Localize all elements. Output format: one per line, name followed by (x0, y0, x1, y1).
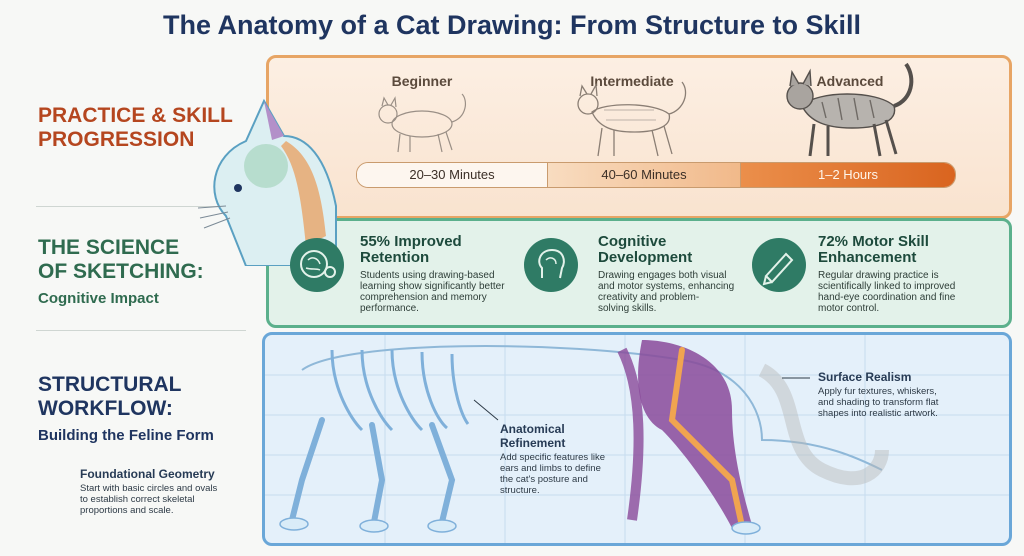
structural-heading: STRUCTURAL WORKFLOW: Building the Feline… (38, 373, 268, 444)
anatomical-text-line: ears and limbs to define (500, 463, 601, 474)
retention-text-line: comprehension and memory (360, 292, 487, 303)
structural-heading-line1: STRUCTURAL (38, 373, 182, 396)
time-separator (547, 163, 548, 187)
retention-text-line: learning show significantly better (360, 281, 505, 292)
hand-pencil-icon (752, 238, 806, 292)
motor-title-line2: Enhancement (818, 249, 917, 266)
science-card-retention: 55% Improved Retention Students using dr… (280, 228, 510, 316)
motor-text-line: motor control. (818, 303, 880, 314)
cat-head-illustration (197, 98, 337, 266)
level-intermediate-label: Intermediate (590, 73, 674, 89)
level-beginner-label: Beginner (391, 73, 453, 89)
motor-title-line1: 72% Motor Skill (818, 233, 929, 250)
science-panel (266, 218, 1012, 328)
cognitive-text-line: Drawing engages both visual (598, 270, 727, 281)
annotation-surface-realism: Surface Realism Apply fur textures, whis… (818, 370, 998, 419)
science-heading: THE SCIENCE OF SKETCHING: Cognitive Impa… (38, 236, 268, 307)
divider (36, 206, 246, 207)
surface-text-line: shapes into realistic artwork. (818, 408, 938, 419)
science-heading-line2: OF SKETCHING: (38, 260, 204, 283)
science-card-motor: 72% Motor Skill Enhancement Regular draw… (748, 228, 998, 316)
motor-text-line: hand-eye coordination and fine (818, 292, 956, 303)
motor-text-line: Regular drawing practice is (818, 270, 939, 281)
science-card-cognitive: Cognitive Development Drawing engages bo… (514, 228, 744, 316)
time-separator (740, 163, 741, 187)
foundational-title: Foundational Geometry (80, 467, 215, 481)
anatomical-text-line: the cat's posture and (500, 474, 588, 485)
cat-anatomy-illustration (279, 340, 889, 535)
cognitive-text-line: creativity and problem- (598, 292, 700, 303)
time-beginner: 20–30 Minutes (357, 163, 547, 187)
science-heading-line1: THE SCIENCE (38, 236, 180, 259)
cognitive-text-line: and motor systems, enhancing (598, 281, 735, 292)
science-subheading: Cognitive Impact (38, 290, 159, 307)
page-title: The Anatomy of a Cat Drawing: From Struc… (162, 10, 862, 40)
foundational-text-line: to establish correct skeletal (80, 494, 195, 505)
beginner-cat-sketch (378, 93, 467, 153)
surface-title: Surface Realism (818, 370, 912, 384)
cognitive-title-line2: Development (598, 249, 693, 266)
level-advanced-label: Advanced (816, 73, 884, 89)
time-advanced: 1–2 Hours (741, 163, 955, 187)
anatomical-text-line: structure. (500, 485, 540, 496)
retention-text-line: Students using drawing-based (360, 270, 495, 281)
retention-title-line1: 55% Improved (360, 233, 462, 250)
foundational-text-line: Start with basic circles and ovals (80, 483, 218, 494)
cognitive-text-line: solving skills. (598, 303, 657, 314)
practice-heading-line1: PRACTICE & SKILL (38, 104, 233, 127)
retention-title-line2: Retention (360, 249, 430, 266)
motor-text-line: scientifically linked to improved (818, 281, 956, 292)
advanced-cat-sketch (786, 62, 914, 157)
time-progress-bar: 20–30 Minutes 40–60 Minutes 1–2 Hours (356, 162, 956, 188)
cognitive-title-line1: Cognitive (598, 233, 667, 250)
practice-heading-line2: PROGRESSION (38, 128, 195, 151)
divider (36, 330, 246, 331)
foundational-text-line: proportions and scale. (80, 505, 174, 516)
anatomical-title-line2: Refinement (500, 436, 566, 450)
annotation-anatomical-refinement: Anatomical Refinement Add specific featu… (500, 422, 640, 496)
retention-text-line: performance. (360, 303, 419, 314)
surface-text-line: and shading to transform flat (818, 397, 939, 408)
practice-panel (266, 55, 1012, 219)
annotation-foundational-geometry: Foundational Geometry Start with basic c… (80, 467, 280, 516)
intermediate-cat-sketch (577, 81, 687, 157)
brain-gear-icon (290, 238, 344, 292)
structural-subheading: Building the Feline Form (38, 427, 214, 444)
structural-heading-line2: WORKFLOW: (38, 397, 173, 420)
surface-text-line: Apply fur textures, whiskers, (818, 386, 937, 397)
time-intermediate: 40–60 Minutes (548, 163, 740, 187)
anatomical-title-line1: Anatomical (500, 422, 565, 436)
head-brain-icon (524, 238, 578, 292)
anatomical-text-line: Add specific features like (500, 452, 606, 463)
practice-heading: PRACTICE & SKILL PROGRESSION (38, 104, 278, 152)
